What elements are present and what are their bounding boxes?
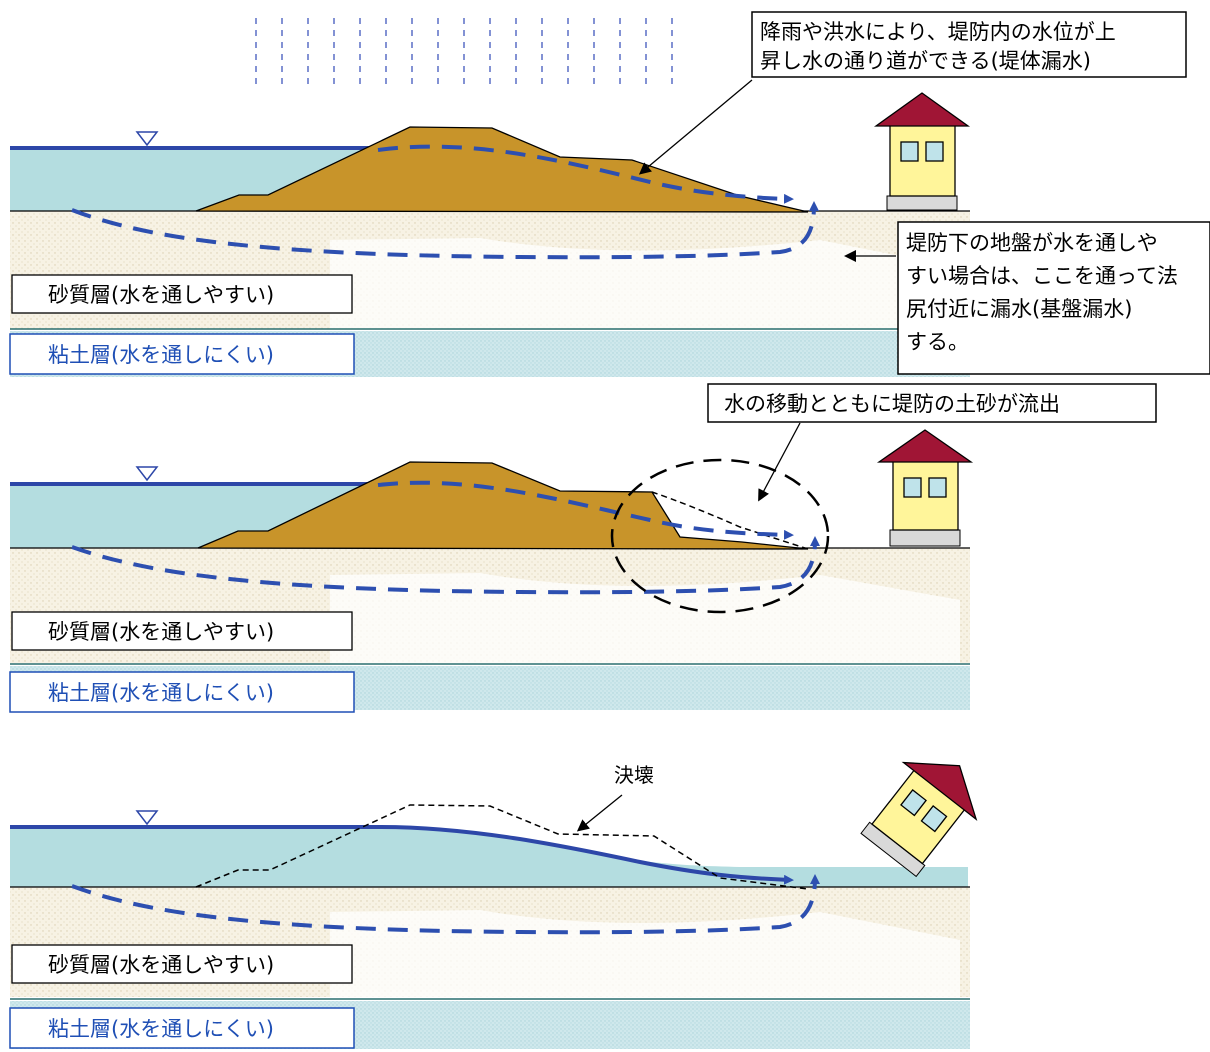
house-collapsing [860, 761, 978, 878]
callout-text: 水の移動とともに堤防の土砂が流出 [724, 392, 1060, 416]
flood-water [10, 827, 968, 887]
callout-pointer-top [638, 79, 753, 175]
callout-box [707, 383, 1157, 423]
panel-1: 降雨や洪水により、堤防内の水位が上 昇し水の通り道ができる(堤体漏水) 堤防下の… [9, 11, 1210, 377]
callout-right-line1: 堤防下の地盤が水を通しや [906, 231, 1158, 255]
water-flow-arrow [379, 825, 794, 885]
sand-label: 砂質層(水を通しやすい) [48, 283, 274, 307]
original-levee-outline [651, 491, 809, 550]
erosion-highlight-circle [610, 458, 830, 614]
callout-top-line2: 昇し水の通り道ができる(堤体漏水) [760, 49, 1091, 73]
panel-3: 決壊 砂質層(水を通しやすい) 粘土層(水を通しにくい) [9, 761, 978, 1049]
water-level-icon [135, 810, 159, 826]
seepage-arrow-levee [377, 480, 794, 540]
levee-body [195, 126, 809, 213]
house [876, 429, 974, 547]
seepage-arrow-foundation [71, 201, 819, 260]
former-levee-outline [195, 804, 809, 890]
breach-label: 決壊 [614, 763, 654, 787]
callout-box-top [751, 11, 1187, 78]
callout-box-right [897, 221, 1210, 375]
breach-pointer [576, 794, 623, 832]
clay-label: 粘土層(水を通しにくい) [48, 1017, 274, 1041]
callout-pointer [758, 422, 801, 502]
clay-label: 粘土層(水を通しにくい) [48, 681, 274, 705]
water-level-icon [135, 466, 159, 482]
seepage-arrow-foundation [71, 874, 820, 935]
panel-2: 水の移動とともに堤防の土砂が流出 砂質層(水を通しやすい) 粘土層(水を通しにく… [9, 383, 1157, 713]
callout-right-line3: 尻付近に漏水(基盤漏水) [906, 297, 1132, 321]
callout-right-line4: する。 [906, 330, 969, 354]
water-level-icon [135, 131, 159, 147]
clay-label: 粘土層(水を通しにくい) [48, 343, 274, 367]
seepage-arrow-foundation [71, 536, 820, 595]
sand-label: 砂質層(水を通しやすい) [48, 953, 274, 977]
callout-right-line2: すい場合は、ここを通って法 [906, 264, 1178, 288]
callout-top-line1: 降雨や洪水により、堤防内の水位が上 [760, 20, 1116, 44]
rain-lines [255, 18, 673, 90]
seepage-arrow-levee [377, 144, 794, 204]
levee-body-eroded [197, 461, 809, 550]
house [873, 92, 971, 211]
sand-label: 砂質層(水を通しやすい) [48, 620, 274, 644]
